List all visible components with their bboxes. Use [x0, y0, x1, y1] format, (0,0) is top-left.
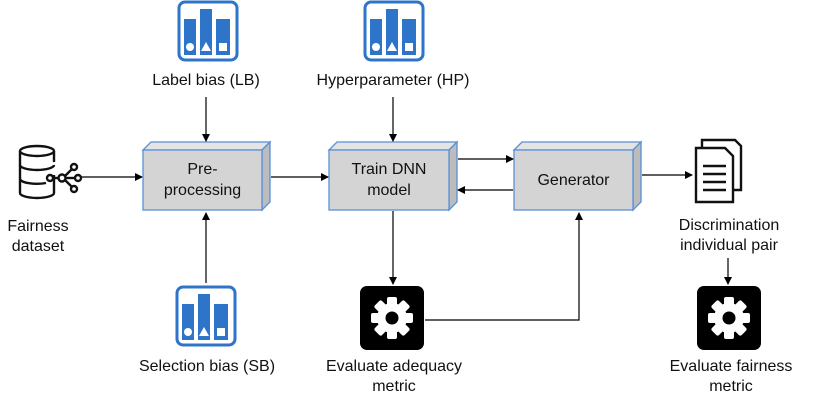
discrimination-pair-label: Discrimination individual pair [678, 217, 780, 254]
hyperparameter-chart-icon [363, 0, 425, 62]
fairness-dataset-label: Fairness dataset [7, 218, 69, 255]
documents-icon [694, 138, 743, 204]
selection-bias-chart-icon [175, 285, 237, 347]
preprocessing-label: Pre- processing [163, 161, 242, 199]
label-bias-chart-icon [177, 0, 239, 62]
hyperparameter-label: Hyperparameter (HP) [316, 72, 470, 89]
label-bias-label: Label bias (LB) [152, 72, 260, 89]
arrow-adequacy-to-generator [425, 212, 583, 321]
evaluate-adequacy-label: Evaluate adequacy metric [325, 358, 463, 395]
database-network-icon [18, 144, 83, 200]
evaluate-fairness-gear-icon [697, 286, 761, 350]
preprocessing-box [141, 140, 272, 212]
generator-box [512, 140, 643, 212]
selection-bias-label: Selection bias (SB) [138, 358, 276, 375]
evaluate-fairness-label: Evaluate fairness metric [669, 358, 793, 395]
evaluate-adequacy-gear-icon [360, 286, 424, 350]
train-dnn-box [327, 140, 459, 212]
generator-label: Generator [537, 171, 610, 189]
train-dnn-label: Train DNN model [351, 161, 427, 199]
